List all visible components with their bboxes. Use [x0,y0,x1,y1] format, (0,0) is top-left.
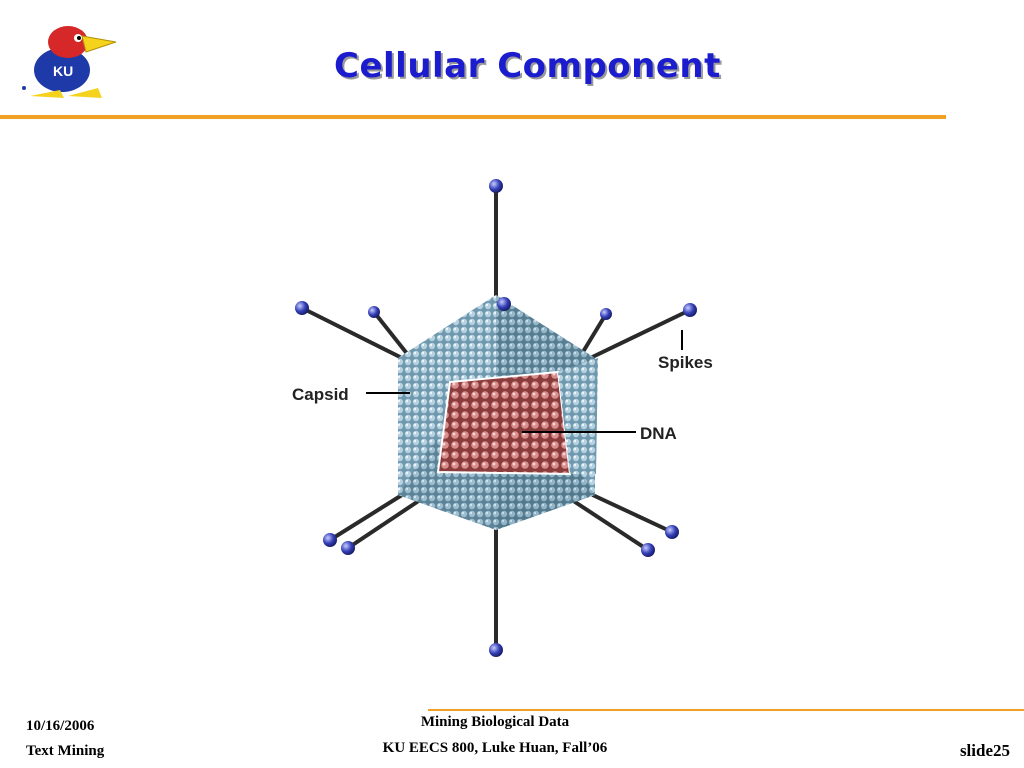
footer-course-title: Mining Biological Data [420,714,570,730]
slide-title: Cellular Component [334,46,721,86]
footer-date: 10/16/2006 [26,718,95,734]
title-divider [0,115,946,119]
spikes-label: Spikes [658,353,713,372]
footer-subject: Text Mining [26,743,105,759]
jayhawk-logo-icon: KU [22,26,117,98]
capsid-label: Capsid [292,385,349,404]
svg-text:KU: KU [53,63,73,79]
dna-label: DNA [640,424,677,443]
footer-divider [428,709,1024,711]
footer-course-info: KU EECS 800, Luke Huan, Fall’06 [382,740,608,756]
virus-diagram: Capsid DNA Spikes [292,179,713,657]
slide-number: slide25 [959,741,1010,760]
